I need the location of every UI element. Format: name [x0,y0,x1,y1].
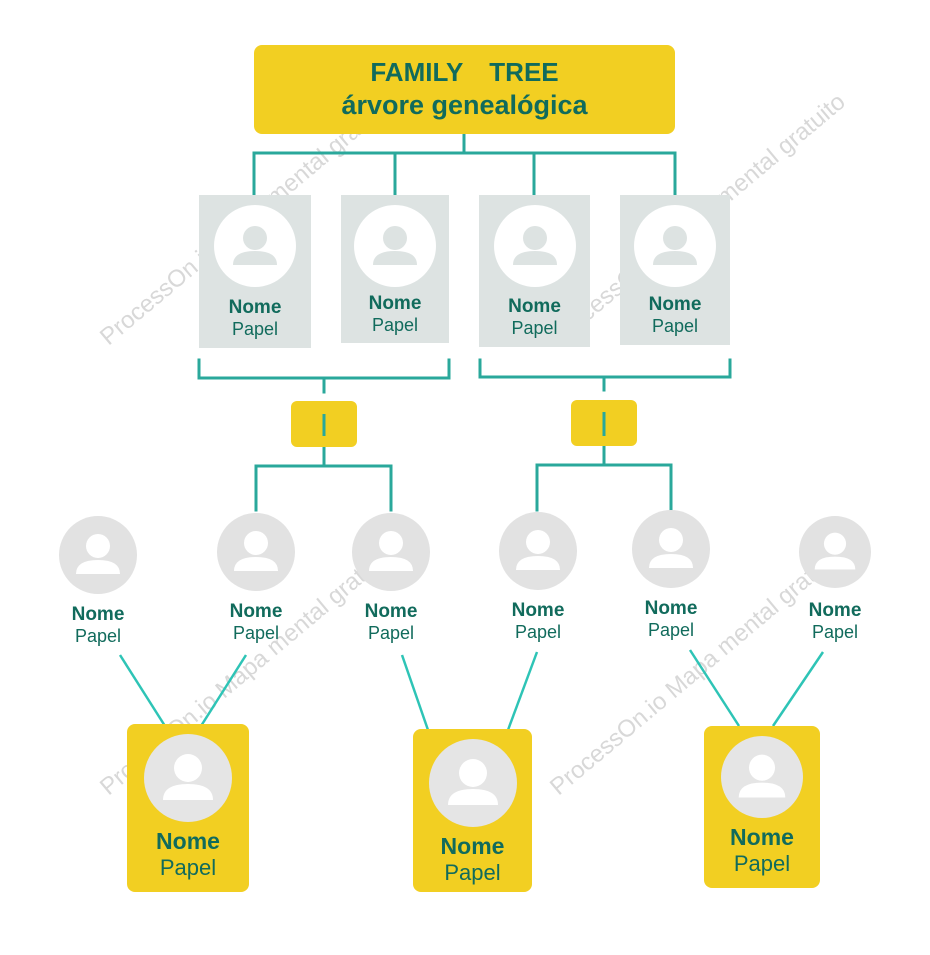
person-icon [217,513,295,591]
grandparent-card[interactable]: Nome Papel [341,195,449,343]
person-role: Papel [514,622,562,642]
title-portuguese: árvore genealógica [341,89,588,120]
person-name: Nome [440,833,505,859]
child-card[interactable]: Nome Papel [127,724,249,892]
person-name: Nome [364,601,418,622]
person-icon [144,734,232,822]
person-icon [721,736,803,818]
person-icon [499,512,577,590]
person-icon [354,205,436,287]
person-role: Papel [231,319,279,339]
person-name: Nome [730,824,794,850]
parent-person[interactable]: Nome Papel [621,510,721,641]
person-name: Nome [368,293,422,314]
person-name: Nome [511,600,565,621]
person-role: Papel [74,626,122,646]
parent-person[interactable]: Nome Papel [785,516,885,643]
grandparent-card[interactable]: Nome Papel [479,195,590,347]
family-tree-title-box: FAMILY TREE árvore genealógica [254,45,675,134]
person-name: Nome [228,297,282,318]
couple-node-left [291,401,357,447]
person-name: Nome [808,600,862,621]
person-role: Papel [651,316,699,336]
person-role: Papel [444,860,501,885]
parent-person[interactable]: Nome Papel [206,513,306,644]
couple-node-right [571,400,637,446]
title-english: FAMILY TREE [370,57,559,88]
parent-person[interactable]: Nome Papel [341,513,441,644]
person-icon [214,205,296,287]
person-role: Papel [367,623,415,643]
person-icon [59,516,137,594]
person-name: Nome [229,601,283,622]
parent-person[interactable]: Nome Papel [48,516,148,647]
person-role: Papel [232,623,280,643]
person-role: Papel [733,851,791,876]
person-icon [352,513,430,591]
person-icon [632,510,710,588]
grandparent-card[interactable]: Nome Papel [199,195,311,348]
person-role: Papel [811,622,859,642]
person-name: Nome [644,598,698,619]
person-name: Nome [156,828,220,854]
person-name: Nome [648,294,702,315]
person-icon [799,516,871,588]
person-role: Papel [511,318,558,338]
grandparent-card[interactable]: Nome Papel [620,195,730,345]
person-role: Papel [159,855,217,880]
person-name: Nome [71,604,125,625]
parent-person[interactable]: Nome Papel [488,512,588,643]
person-name: Nome [508,296,561,317]
person-role: Papel [371,315,419,335]
child-card[interactable]: Nome Papel [704,726,820,888]
child-card[interactable]: Nome Papel [413,729,532,892]
person-icon [428,739,517,827]
person-role: Papel [647,620,695,640]
person-icon [634,205,716,287]
person-icon [493,205,576,287]
